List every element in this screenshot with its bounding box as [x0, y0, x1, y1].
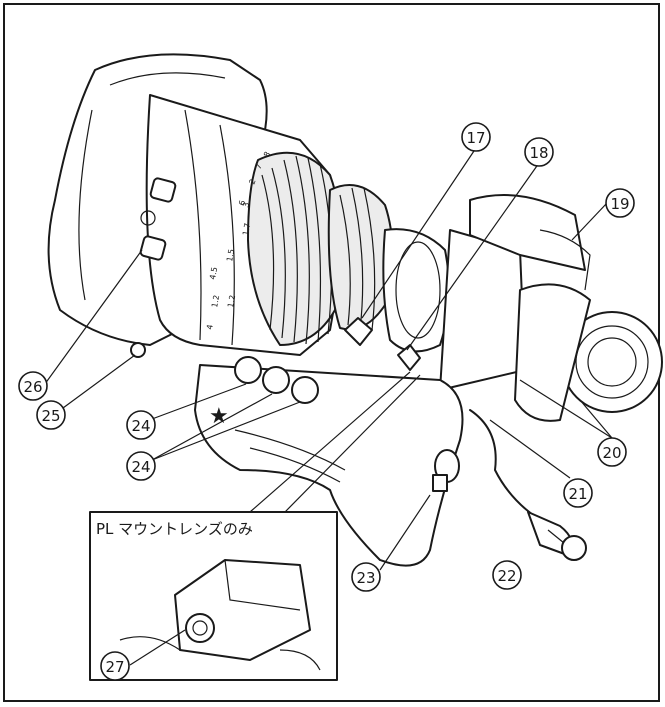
- callout-circle-26: [18, 371, 48, 401]
- callout-circle-17: [461, 122, 491, 152]
- callout-17: 17: [466, 129, 485, 147]
- callout-circle-20: [597, 437, 627, 467]
- port-upper: [149, 177, 177, 203]
- callout-27: 27: [105, 658, 124, 676]
- scale-mark: 7: [254, 162, 264, 170]
- callout-26: 26: [23, 378, 42, 396]
- callout-circle-22: [492, 560, 522, 590]
- callout-24b: 24: [131, 458, 150, 476]
- drive-top-unit: [469, 194, 586, 271]
- callout-circle-27: [100, 651, 130, 681]
- callout-circle-23: [351, 562, 381, 592]
- inset-label: PL マウントレンズのみ: [96, 520, 253, 538]
- callout-20: 20: [602, 444, 621, 462]
- scale-mark: 3: [241, 201, 251, 208]
- callout-18: 18: [529, 144, 548, 162]
- callout-circle-24b: [126, 451, 156, 481]
- callout-group: 17 18 19 20 21 22 23 24 24 25 26 27: [18, 122, 635, 681]
- callout-23: 23: [356, 569, 375, 587]
- scale-mark: 1.2: [210, 294, 221, 308]
- scale-mark: 1.7: [241, 222, 252, 236]
- scale-mark: 4.5: [208, 266, 219, 280]
- grip-button-3: [291, 376, 319, 404]
- callout-24a: 24: [131, 417, 150, 435]
- servo-drive-box: [439, 229, 526, 391]
- focus-ring: [247, 151, 343, 346]
- callout-21: 21: [568, 485, 587, 503]
- callout-25: 25: [41, 407, 60, 425]
- scale-mark: 8: [262, 150, 272, 159]
- cable: [469, 409, 541, 521]
- leader-lines: [41, 147, 613, 666]
- callout-circle-24a: [126, 410, 156, 440]
- grip-button-1: [234, 356, 262, 384]
- scale-mark: 4: [205, 324, 215, 331]
- scale-mark: 6: [237, 199, 247, 206]
- callout-22: 22: [497, 567, 516, 585]
- star-icon: ★: [209, 404, 229, 429]
- control-knob-18: [397, 344, 421, 371]
- scale-mark: 1.2: [226, 294, 237, 308]
- lens-scale: 4.5 1.5 1.2 1.2 4 2 3 1.7 6 7 8: [205, 150, 272, 330]
- callout-circle-25: [36, 400, 66, 430]
- scale-mark: 2: [247, 178, 257, 186]
- port-lower: [139, 235, 167, 261]
- callout-circle-21: [563, 478, 593, 508]
- callout-circle-19: [605, 188, 635, 218]
- mount-flange: [514, 283, 591, 422]
- hood-lock-screw: [130, 342, 146, 358]
- control-knob-17: [344, 317, 373, 346]
- callout-circle-18: [524, 137, 554, 167]
- scale-mark: 1.5: [225, 248, 236, 262]
- inset-connector: [185, 613, 215, 643]
- iris-ring: [382, 228, 450, 353]
- grip-button-2: [262, 366, 290, 394]
- callout-19: 19: [610, 195, 629, 213]
- handgrip: [194, 364, 464, 567]
